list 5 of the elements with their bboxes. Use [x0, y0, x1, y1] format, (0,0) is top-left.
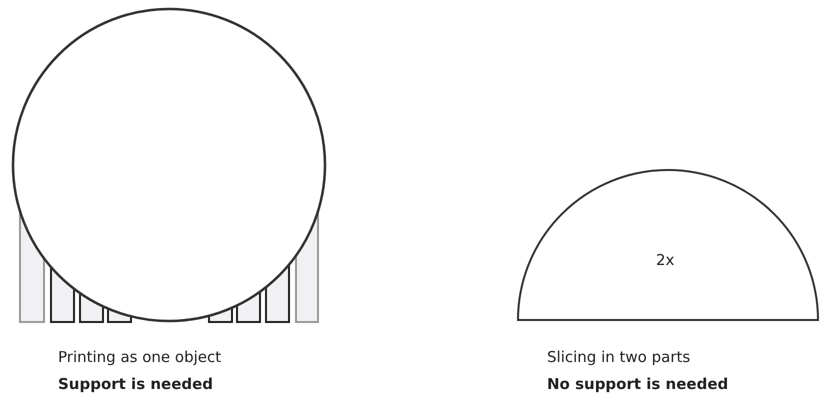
method-caption: Printing as one object [58, 350, 222, 365]
method-caption: Slicing in two parts [547, 350, 690, 365]
support-note: Support is needed [58, 377, 214, 392]
support-note: No support is needed [547, 377, 728, 392]
copy-count-label: 2x [656, 252, 674, 268]
